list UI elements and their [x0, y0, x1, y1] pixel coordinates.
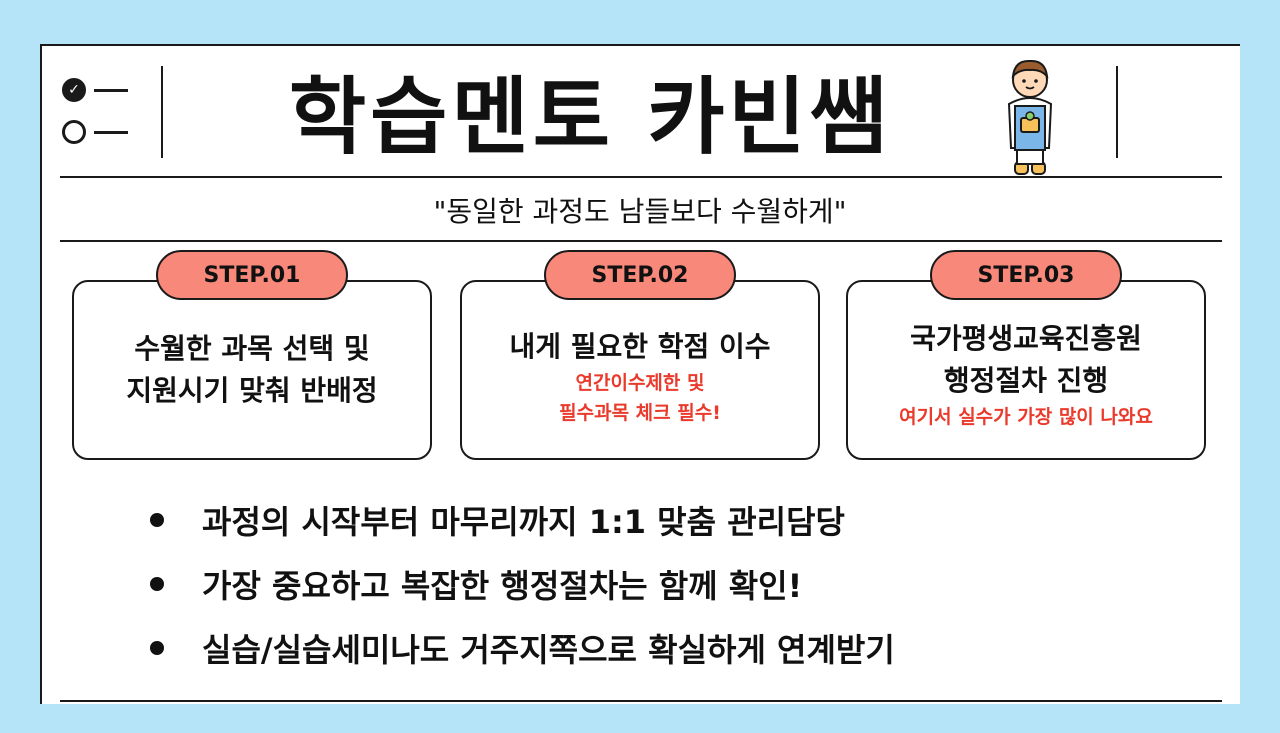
bottom-rule [60, 700, 1222, 702]
header-divider-right [1116, 66, 1118, 158]
bullet-list: 과정의 시작부터 마무리까지 1:1 맞춤 관리담당 가장 중요하고 복잡한 행… [150, 488, 1210, 680]
bullet-dot-icon [150, 641, 164, 655]
step-label-pill: STEP.03 [930, 250, 1122, 300]
step-note-line: 연간이수제한 및 [575, 372, 705, 394]
step-card-1: 수월한 과목 선택 및 지원시기 맞춰 반배정 STEP.01 [72, 250, 432, 460]
list-item: 과정의 시작부터 마무리까지 1:1 맞춤 관리담당 [150, 488, 1210, 552]
step-box: 수월한 과목 선택 및 지원시기 맞춰 반배정 [72, 280, 432, 460]
teacher-mascot-icon [1007, 59, 1053, 175]
checklist-dash [94, 88, 128, 92]
step-main-line: 행정절차 진행 [943, 364, 1109, 397]
bullet-text: 실습/실습세미나도 거주지쪽으로 확실하게 연계받기 [202, 631, 895, 669]
check-mark-icon: ✓ [62, 78, 86, 102]
info-card: ✓ 학습멘토 카빈쌤 "동일한 과정도 남들보다 수월하게" 수월한 과목 선택… [40, 44, 1240, 704]
left-border-line [40, 44, 42, 704]
bullet-dot-icon [150, 577, 164, 591]
checklist-row-empty [62, 120, 128, 144]
checklist-dash [94, 130, 128, 134]
top-border [40, 44, 1240, 46]
bullet-text: 가장 중요하고 복잡한 행정절차는 함께 확인! [202, 567, 803, 605]
list-item: 실습/실습세미나도 거주지쪽으로 확실하게 연계받기 [150, 616, 1210, 680]
step-box: 내게 필요한 학점 이수 연간이수제한 및 필수과목 체크 필수! [460, 280, 820, 460]
step-card-3: 국가평생교육진흥원 행정절차 진행 여기서 실수가 가장 많이 나와요 STEP… [846, 250, 1206, 460]
empty-circle-icon [62, 120, 86, 144]
bullet-text: 과정의 시작부터 마무리까지 1:1 맞춤 관리담당 [202, 503, 845, 541]
step-main-line: 내게 필요한 학점 이수 [509, 330, 771, 363]
subtitle-slogan: "동일한 과정도 남들보다 수월하게" [433, 195, 847, 228]
bullet-dot-icon [150, 513, 164, 527]
step-main-line: 국가평생교육진흥원 [910, 322, 1142, 355]
step-note-line: 여기서 실수가 가장 많이 나와요 [899, 406, 1153, 428]
step-main-line: 수월한 과목 선택 및 [134, 332, 370, 365]
subtitle-bottom-rule [60, 240, 1222, 242]
checklist-icon: ✓ [62, 76, 142, 146]
step-main-line: 지원시기 맞춰 반배정 [126, 374, 378, 407]
checklist-row-checked: ✓ [62, 78, 128, 102]
header-bottom-rule [60, 176, 1222, 178]
header-divider-left [161, 66, 163, 158]
step-label-pill: STEP.02 [544, 250, 736, 300]
step-box: 국가평생교육진흥원 행정절차 진행 여기서 실수가 가장 많이 나와요 [846, 280, 1206, 460]
list-item: 가장 중요하고 복잡한 행정절차는 함께 확인! [150, 552, 1210, 616]
step-label-pill: STEP.01 [156, 250, 348, 300]
step-note-line: 필수과목 체크 필수! [559, 402, 721, 424]
page-title: 학습멘토 카빈쌤 [288, 68, 892, 166]
step-card-2: 내게 필요한 학점 이수 연간이수제한 및 필수과목 체크 필수! STEP.0… [460, 250, 820, 460]
